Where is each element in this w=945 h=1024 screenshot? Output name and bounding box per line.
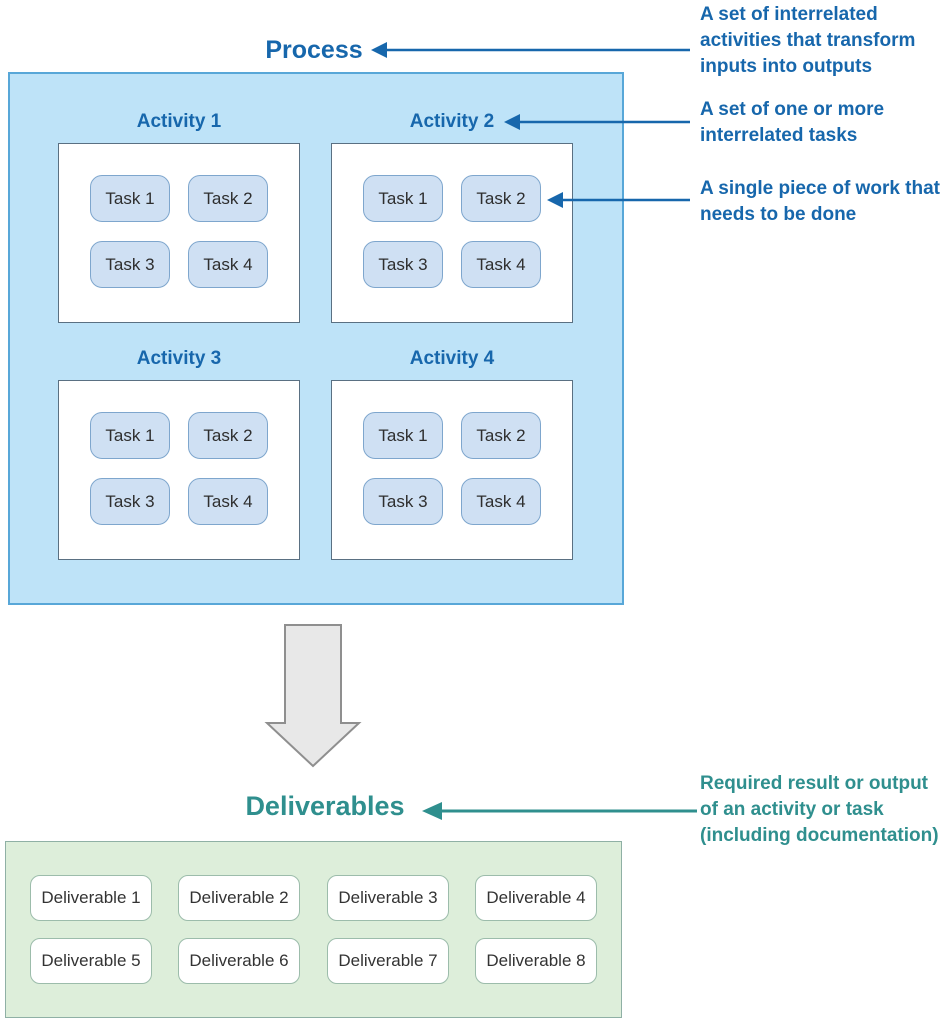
activity-label: Activity 1	[136, 111, 222, 132]
activity-group: Activity 3 Task 1 Task 2 Task 3 Task 4	[58, 346, 300, 560]
task-chip: Task 4	[461, 241, 541, 288]
task-chip: Task 2	[188, 175, 268, 222]
deliverables-title: Deliverables	[245, 791, 405, 821]
annotation-deliverable: Required result or output of an activity…	[700, 773, 939, 846]
activity-box: Task 1 Task 2 Task 3 Task 4	[331, 380, 573, 560]
deliverable-chip: Deliverable 4	[475, 875, 597, 921]
task-chip: Task 3	[90, 478, 170, 525]
deliverables-box: Deliverable 1 Deliverable 2 Deliverable 3 D…	[5, 841, 622, 1018]
task-chip: Task 2	[461, 175, 541, 222]
activity-group: Activity 4 Task 1 Task 2 Task 3 Task 4	[331, 346, 573, 560]
task-chip: Task 1	[90, 175, 170, 222]
deliverable-chip: Deliverable 7	[327, 938, 449, 984]
annotation-process: A set of interrelated activities that tr…	[700, 4, 916, 77]
deliverable-chip: Deliverable 6	[178, 938, 300, 984]
task-chip: Task 3	[363, 241, 443, 288]
deliverable-chip: Deliverable 8	[475, 938, 597, 984]
activity-group: Activity 2 Task 1 Task 2 Task 3 Task 4	[331, 109, 573, 323]
activity-box: Task 1 Task 2 Task 3 Task 4	[331, 143, 573, 323]
task-chip: Task 3	[90, 241, 170, 288]
task-chip: Task 4	[188, 241, 268, 288]
task-chip: Task 1	[363, 175, 443, 222]
task-chip: Task 2	[461, 412, 541, 459]
task-chip: Task 3	[363, 478, 443, 525]
annotation-task: A single piece of work that needs to be …	[700, 178, 941, 225]
task-chip: Task 4	[461, 478, 541, 525]
deliverable-chip: Deliverable 5	[30, 938, 152, 984]
task-chip: Task 4	[188, 478, 268, 525]
deliverable-chip: Deliverable 1	[30, 875, 152, 921]
deliverable-chip: Deliverable 3	[327, 875, 449, 921]
activity-box: Task 1 Task 2 Task 3 Task 4	[58, 143, 300, 323]
activity-box: Task 1 Task 2 Task 3 Task 4	[58, 380, 300, 560]
activity-label: Activity 3	[136, 348, 222, 369]
task-chip: Task 1	[90, 412, 170, 459]
deliverable-chip: Deliverable 2	[178, 875, 300, 921]
activity-group: Activity 1 Task 1 Task 2 Task 3 Task 4	[58, 109, 300, 323]
task-chip: Task 2	[188, 412, 268, 459]
activity-label: Activity 4	[409, 348, 495, 369]
task-chip: Task 1	[363, 412, 443, 459]
annotation-activity: A set of one or more interrelated tasks	[700, 99, 885, 146]
process-title: Process	[265, 36, 363, 64]
activity-label: Activity 2	[409, 111, 495, 132]
flow-down-arrow-icon	[264, 624, 362, 768]
